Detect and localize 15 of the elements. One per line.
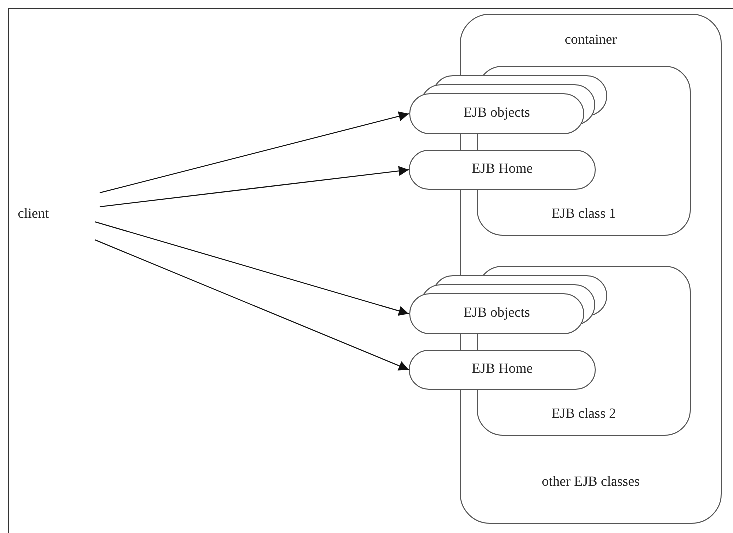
arrow — [94, 240, 410, 371]
ejb-objects-stack — [409, 275, 609, 335]
class-label: EJB class 1 — [550, 207, 618, 223]
pill-label: EJB objects — [462, 306, 532, 322]
arrow — [94, 222, 410, 316]
client-label: client — [18, 205, 78, 225]
container-title: container — [564, 33, 618, 49]
container-note: other EJB classes — [541, 475, 641, 491]
ejb-objects-stack — [409, 75, 609, 135]
class-label: EJB class 2 — [550, 407, 618, 423]
pill-label: EJB objects — [462, 106, 532, 122]
ejb-home-pill: EJB Home — [409, 150, 596, 190]
arrow — [100, 112, 410, 194]
arrow — [100, 166, 410, 208]
ejb-home-pill: EJB Home — [409, 350, 596, 390]
